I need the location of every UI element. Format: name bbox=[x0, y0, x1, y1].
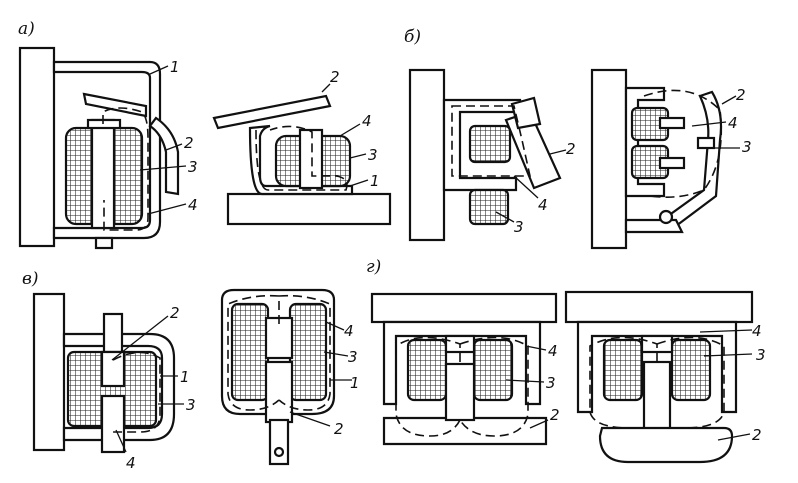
hinge-pin bbox=[658, 209, 674, 225]
stop-core bbox=[264, 360, 294, 424]
flux-path bbox=[112, 351, 161, 433]
callout-4: 4 bbox=[362, 112, 372, 130]
mounting-wall bbox=[408, 68, 446, 242]
panel-label-a: а) bbox=[18, 19, 35, 39]
magnet-g1: 4 3 2 bbox=[370, 292, 560, 446]
callout-2: 2 bbox=[330, 68, 340, 86]
callout-2: 2 bbox=[550, 406, 560, 424]
top-plate bbox=[370, 292, 558, 324]
magnet-v2: 4 3 1 2 bbox=[220, 288, 360, 466]
callout-3: 3 bbox=[368, 146, 378, 164]
flux-path-left bbox=[395, 336, 461, 437]
flux-path bbox=[643, 89, 723, 198]
callout-2: 2 bbox=[184, 134, 194, 152]
magnet-g2: 4 3 2 bbox=[564, 290, 766, 464]
coil-right bbox=[472, 338, 514, 402]
mounting-wall bbox=[590, 68, 628, 250]
yoke bbox=[248, 124, 354, 196]
callout-2: 2 bbox=[334, 420, 344, 438]
coil-right bbox=[670, 338, 712, 402]
flux-path bbox=[102, 107, 149, 231]
flux-path bbox=[255, 125, 348, 191]
panel-label-g: г) bbox=[366, 257, 381, 277]
core bbox=[298, 128, 324, 190]
magnet-b2: 2 4 3 bbox=[590, 68, 752, 250]
yoke bbox=[52, 60, 162, 240]
callout-3: 3 bbox=[756, 346, 766, 364]
coil-upper bbox=[468, 124, 512, 164]
contact bbox=[696, 136, 716, 150]
yoke bbox=[62, 332, 176, 442]
callout-1: 1 bbox=[180, 368, 190, 386]
base-plate bbox=[226, 192, 392, 226]
callout-1: 1 bbox=[370, 172, 380, 190]
magnet-a2: 2 4 3 1 bbox=[212, 68, 392, 226]
callout-1: 1 bbox=[170, 58, 180, 76]
pole-shoe bbox=[86, 118, 122, 130]
magnet-b1: 2 4 3 bbox=[408, 68, 576, 242]
top-plate bbox=[564, 290, 754, 324]
callout-4: 4 bbox=[538, 196, 548, 214]
mounting-wall bbox=[18, 46, 56, 248]
armature-tail bbox=[148, 116, 180, 196]
magnet-v1: 2 1 3 4 bbox=[32, 292, 196, 472]
callout-4: 4 bbox=[344, 322, 354, 340]
armature bbox=[382, 416, 548, 446]
callout-2: 2 bbox=[752, 426, 762, 444]
panel-label-b: б) bbox=[404, 27, 421, 47]
callout-3: 3 bbox=[742, 138, 752, 156]
flux-path-right bbox=[459, 336, 529, 437]
coil-lower bbox=[468, 188, 510, 226]
flux-path-left bbox=[589, 336, 658, 429]
callout-2: 2 bbox=[170, 304, 180, 322]
magnet-a1: 1 2 3 4 bbox=[18, 46, 198, 250]
coil-left bbox=[406, 338, 448, 402]
coil-right bbox=[288, 302, 328, 402]
armature bbox=[82, 92, 148, 118]
callout-3: 3 bbox=[514, 218, 524, 236]
core bbox=[90, 118, 116, 230]
rod-eye bbox=[273, 446, 285, 458]
rod bbox=[268, 418, 290, 466]
hinge-bracket bbox=[624, 218, 684, 234]
callout-1: 1 bbox=[350, 374, 360, 392]
callout-4: 4 bbox=[548, 342, 558, 360]
coil-left bbox=[230, 302, 270, 402]
yoke bbox=[624, 86, 666, 198]
callout-3: 3 bbox=[546, 374, 556, 392]
core-bolt bbox=[94, 236, 114, 250]
callout-2: 2 bbox=[566, 140, 576, 158]
pole-upper bbox=[658, 116, 686, 130]
flux-path-right bbox=[278, 294, 331, 411]
plunger bbox=[100, 350, 126, 388]
callout-4: 4 bbox=[728, 114, 738, 132]
flux-path-left bbox=[227, 294, 280, 411]
callout-3: 3 bbox=[348, 348, 358, 366]
panel-label-v: в) bbox=[22, 269, 39, 289]
callout-2: 2 bbox=[736, 86, 746, 104]
coil-left bbox=[602, 338, 644, 402]
callout-4: 4 bbox=[126, 454, 136, 472]
armature bbox=[598, 426, 734, 464]
armature bbox=[212, 94, 332, 130]
armature-pole bbox=[444, 362, 476, 422]
plunger bbox=[642, 360, 672, 432]
callout-4: 4 bbox=[752, 322, 762, 340]
flux-path bbox=[451, 105, 531, 177]
callout-3: 3 bbox=[186, 396, 196, 414]
mounting-wall bbox=[32, 292, 66, 452]
callout-4: 4 bbox=[188, 196, 198, 214]
plunger bbox=[264, 316, 294, 360]
stop-core bbox=[100, 394, 126, 454]
callout-3: 3 bbox=[188, 158, 198, 176]
pole-lower bbox=[658, 156, 686, 170]
armature-hinge bbox=[510, 96, 542, 130]
flux-path-right bbox=[656, 336, 725, 429]
